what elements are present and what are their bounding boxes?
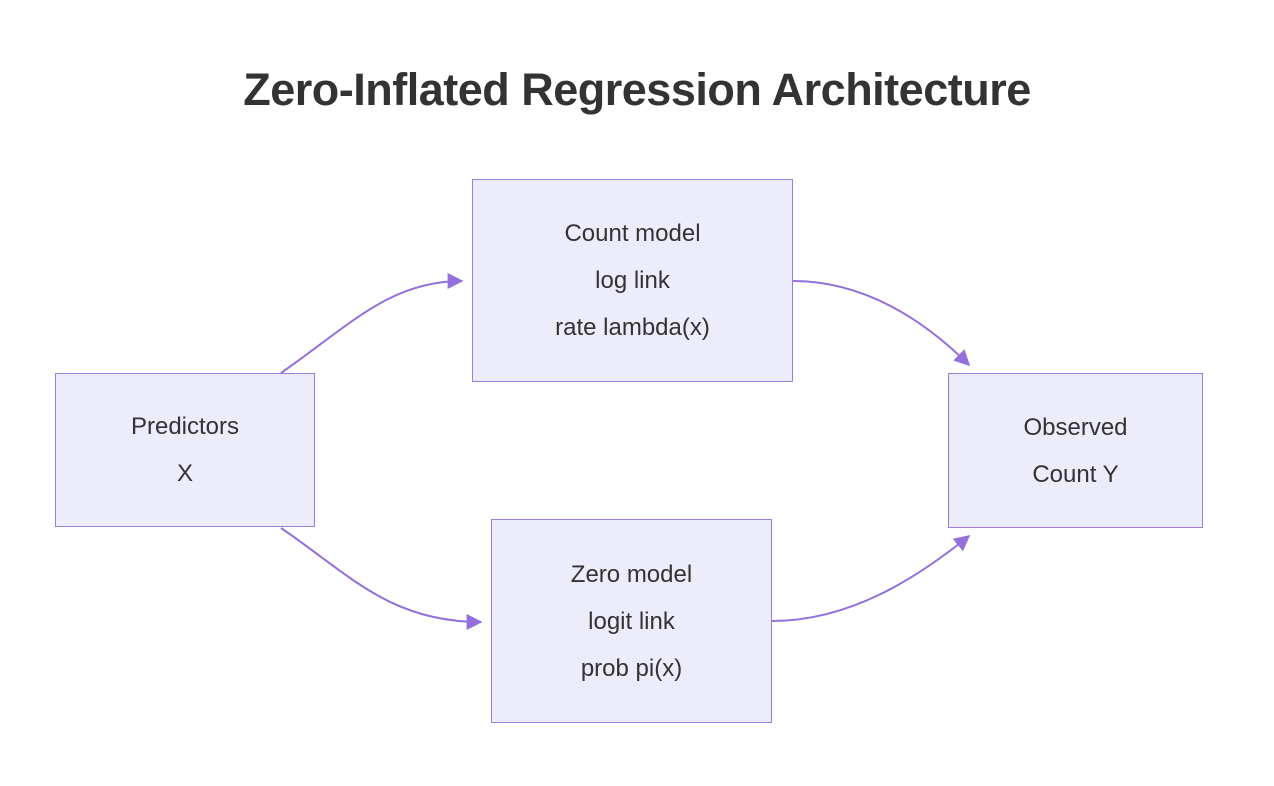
node-predictors-line: Predictors [130, 413, 240, 440]
node-predictors: Predictors X [55, 373, 315, 527]
node-count-model: Count model log link rate lambda(x) [472, 179, 793, 382]
diagram-title: Zero-Inflated Regression Architecture [243, 64, 1031, 115]
node-count-model-line: log link [595, 267, 670, 294]
node-zero-model-line: prob pi(x) [580, 654, 683, 682]
node-observed: Observed Count Y [948, 373, 1203, 528]
node-observed-line: Observed [1023, 413, 1128, 441]
node-predictors-line: X [176, 460, 193, 487]
node-zero-model-line: logit link [588, 607, 675, 635]
node-observed-line: Count Y [1032, 460, 1119, 488]
node-zero-model: Zero model logit link prob pi(x) [491, 519, 772, 723]
edge-predictors-to-zero-model [280, 527, 483, 630]
node-count-model-line: Count model [564, 220, 701, 247]
edge-predictors-to-count-model [280, 273, 464, 374]
node-zero-model-line: Zero model [570, 560, 693, 588]
edge-zero-model-to-observed [771, 534, 971, 622]
edge-count-model-to-observed [792, 280, 971, 367]
node-count-model-line: rate lambda(x) [555, 314, 710, 341]
